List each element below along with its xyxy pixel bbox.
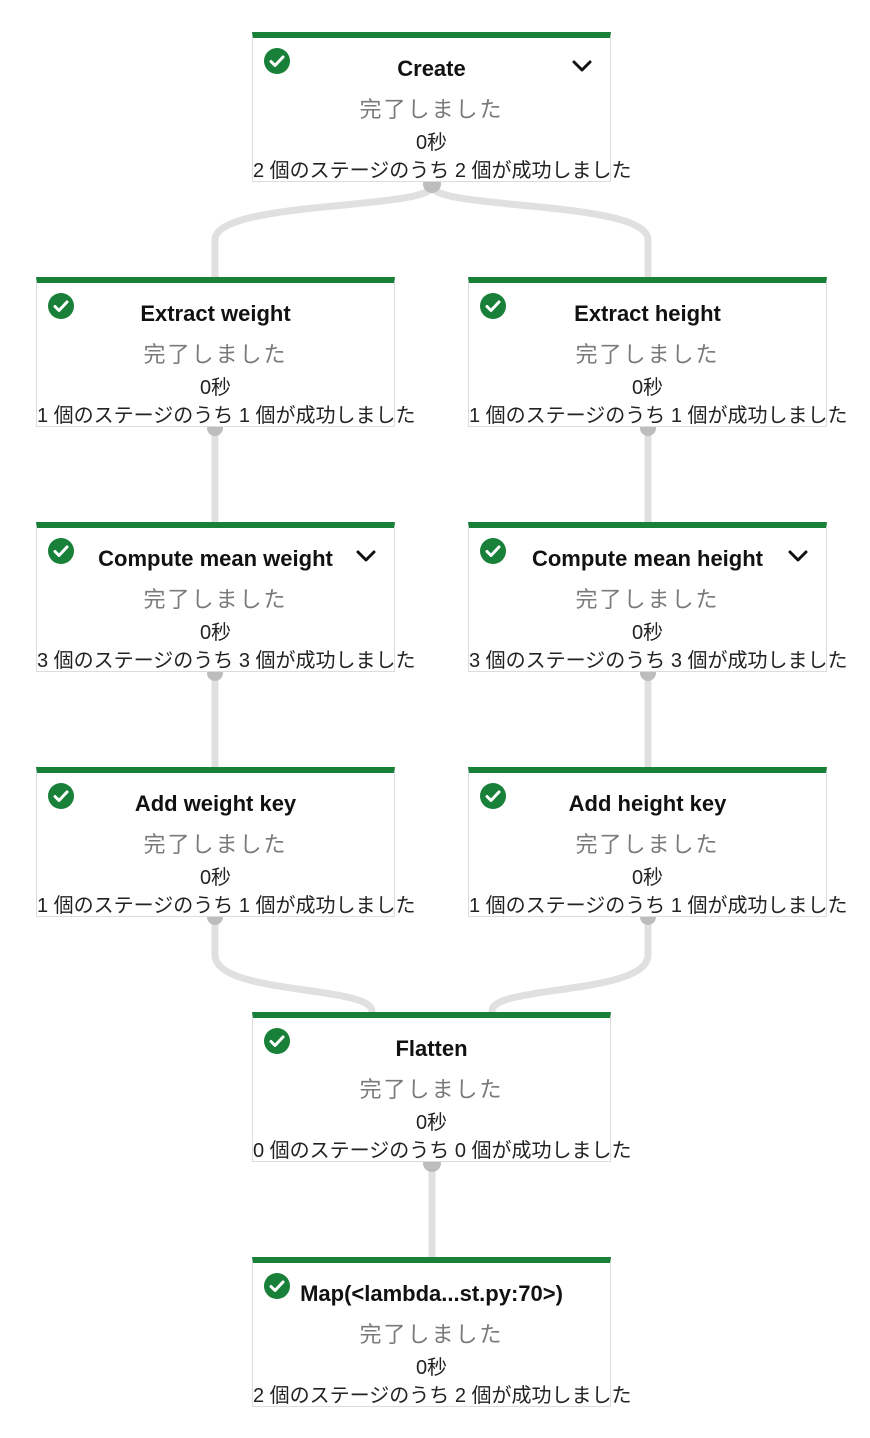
step-stages-summary: 1 個のステージのうち 1 個が成功しました — [37, 405, 416, 427]
check-circle-icon — [48, 293, 74, 319]
edge-add-weight-key-flatten — [211, 915, 376, 1015]
chevron-down-icon[interactable] — [355, 548, 377, 564]
step-duration: 0秒 — [415, 1112, 448, 1134]
check-circle-icon — [480, 293, 506, 319]
step-title: Compute mean height — [531, 546, 763, 571]
step-title: Add height key — [568, 791, 727, 816]
step-title: Compute mean weight — [98, 546, 333, 571]
step-add-height-key[interactable]: Add height key 完了しました 0秒 1 個のステージのうち 1 個… — [468, 767, 848, 917]
step-title: Add weight key — [134, 791, 297, 816]
step-duration: 0秒 — [415, 1357, 448, 1379]
step-title: Extract weight — [140, 301, 291, 326]
step-duration: 0秒 — [199, 622, 232, 644]
step-extract-height[interactable]: Extract height 完了しました 0秒 1 個のステージのうち 1 個… — [468, 277, 848, 427]
step-status: 完了しました — [143, 587, 288, 612]
step-stages-summary: 2 個のステージのうち 2 個が成功しました — [253, 1385, 632, 1407]
step-title: Create — [397, 56, 466, 81]
check-circle-icon — [48, 783, 74, 809]
step-duration: 0秒 — [631, 377, 664, 399]
step-stages-summary: 1 個のステージのうち 1 個が成功しました — [469, 895, 848, 917]
step-title: Map(<lambda...st.py:70>) — [300, 1281, 563, 1306]
step-flatten[interactable]: Flatten 完了しました 0秒 0 個のステージのうち 0 個が成功しました — [252, 1012, 632, 1162]
step-status: 完了しました — [143, 342, 288, 367]
step-compute-mean-height[interactable]: Compute mean height 完了しました 0秒 3 個のステージのう… — [468, 522, 848, 672]
check-circle-icon — [480, 783, 506, 809]
step-duration: 0秒 — [199, 867, 232, 889]
step-status: 完了しました — [575, 832, 720, 857]
step-status: 完了しました — [359, 1077, 504, 1102]
step-stages-summary: 0 個のステージのうち 0 個が成功しました — [253, 1140, 632, 1162]
edge-add-height-key-flatten — [488, 915, 652, 1015]
step-status: 完了しました — [575, 587, 720, 612]
check-circle-icon — [480, 538, 506, 564]
step-duration: 0秒 — [631, 622, 664, 644]
step-create[interactable]: Create 完了しました 0秒 2 個のステージのうち 2 個が成功しました — [252, 32, 632, 182]
step-status: 完了しました — [359, 1322, 504, 1347]
edge-create-extract-weight — [211, 182, 436, 280]
check-circle-icon — [264, 1028, 290, 1054]
step-add-weight-key[interactable]: Add weight key 完了しました 0秒 1 個のステージのうち 1 個… — [36, 767, 416, 917]
step-stages-summary: 3 個のステージのうち 3 個が成功しました — [37, 650, 416, 672]
step-duration: 0秒 — [631, 867, 664, 889]
step-title: Flatten — [395, 1036, 468, 1061]
step-stages-summary: 2 個のステージのうち 2 個が成功しました — [253, 160, 632, 182]
step-title: Extract height — [574, 301, 721, 326]
step-compute-mean-weight[interactable]: Compute mean weight 完了しました 0秒 3 個のステージのう… — [36, 522, 416, 672]
step-stages-summary: 1 個のステージのうち 1 個が成功しました — [469, 405, 848, 427]
step-status: 完了しました — [575, 342, 720, 367]
check-circle-icon — [264, 1273, 290, 1299]
edge-create-extract-height — [428, 182, 652, 280]
step-stages-summary: 1 個のステージのうち 1 個が成功しました — [37, 895, 416, 917]
step-map[interactable]: Map(<lambda...st.py:70>) 完了しました 0秒 2 個のス… — [252, 1257, 632, 1407]
step-duration: 0秒 — [415, 132, 448, 154]
chevron-down-icon[interactable] — [571, 58, 593, 74]
check-circle-icon — [48, 538, 74, 564]
step-status: 完了しました — [359, 97, 504, 122]
step-stages-summary: 3 個のステージのうち 3 個が成功しました — [469, 650, 848, 672]
check-circle-icon — [264, 48, 290, 74]
step-duration: 0秒 — [199, 377, 232, 399]
step-status: 完了しました — [143, 832, 288, 857]
step-extract-weight[interactable]: Extract weight 完了しました 0秒 1 個のステージのうち 1 個… — [36, 277, 416, 427]
chevron-down-icon[interactable] — [787, 548, 809, 564]
